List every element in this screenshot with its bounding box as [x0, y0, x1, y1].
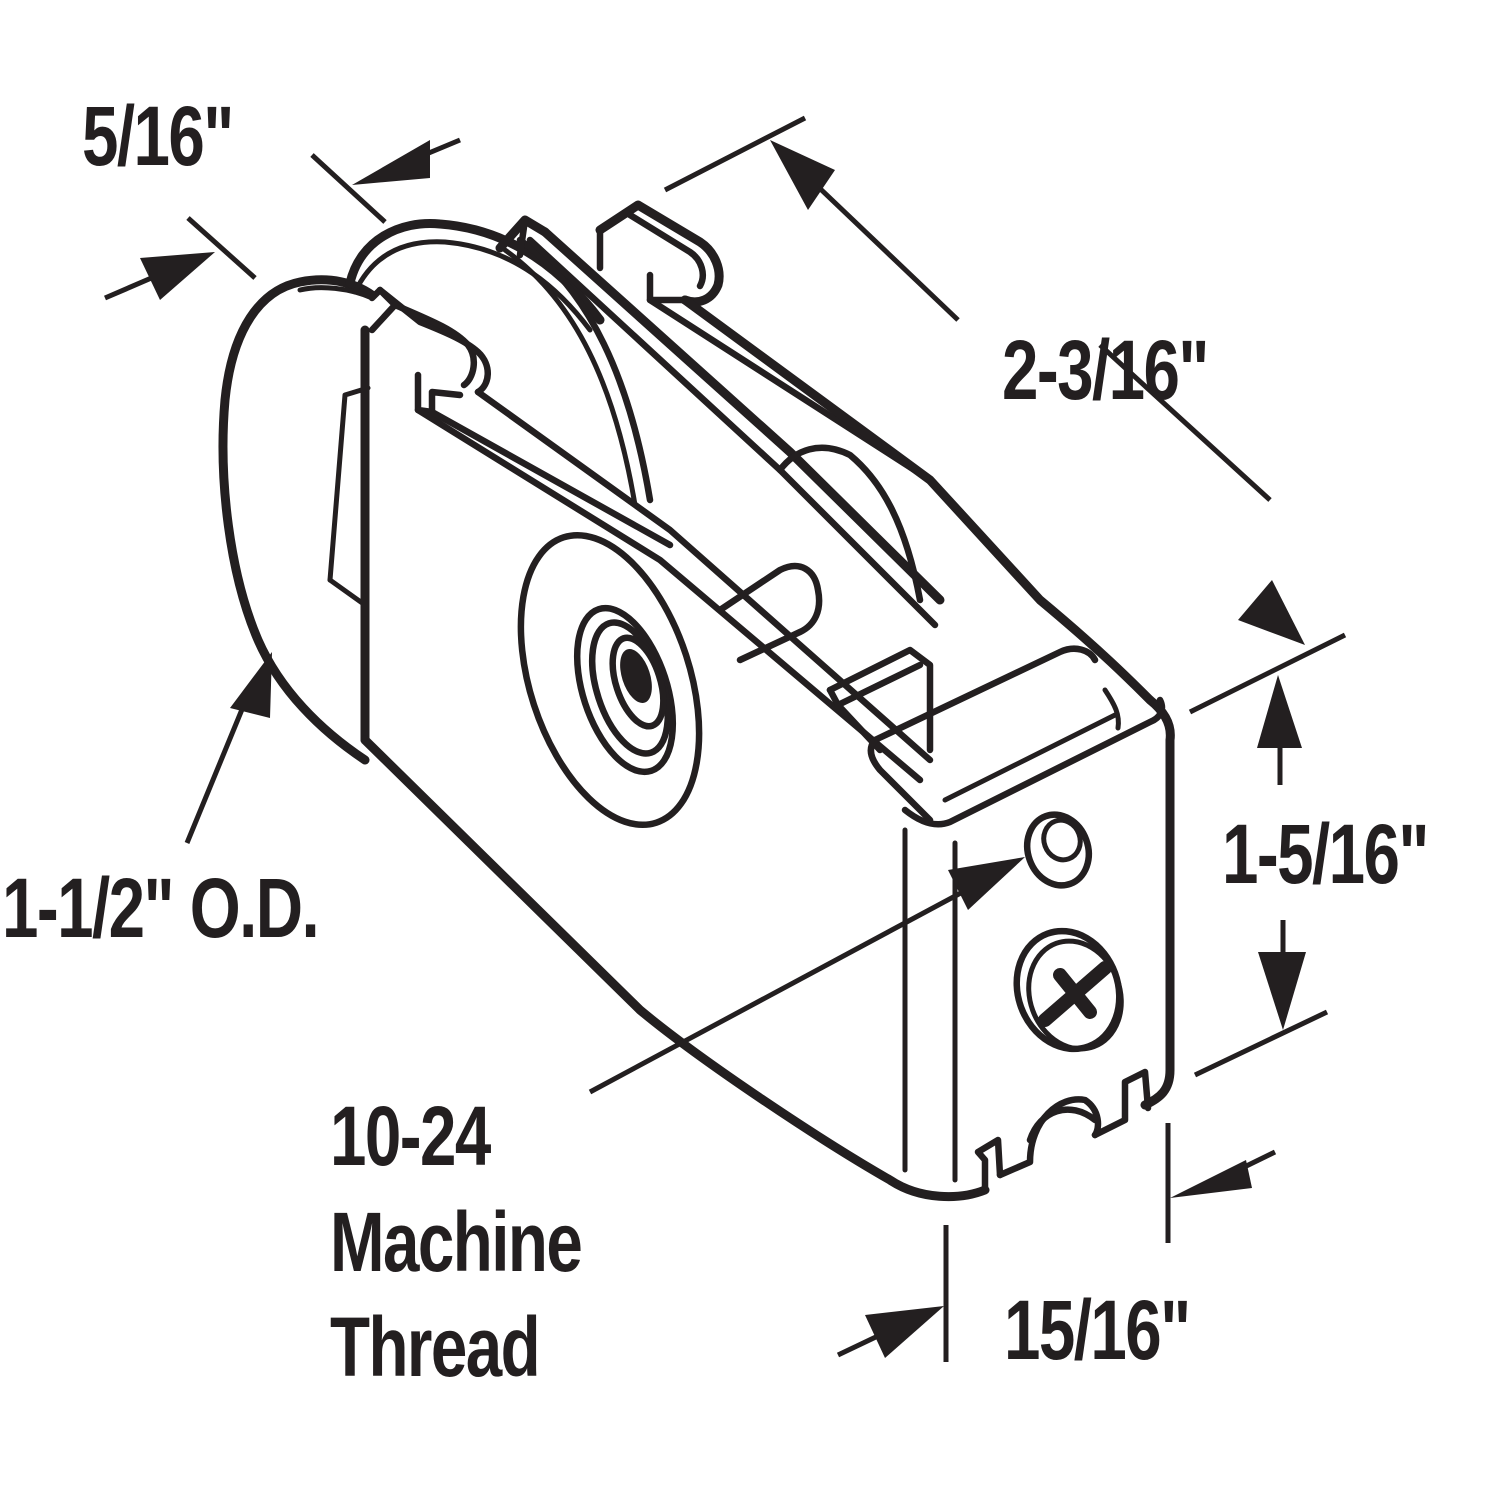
thread-leader [588, 857, 1025, 1095]
label-housing-width: 15/16" [1004, 1283, 1191, 1377]
label-thread-size: 10-24 [330, 1089, 491, 1183]
dimension-wheel-width [104, 137, 461, 301]
label-housing-height: 1-5/16" [1222, 807, 1429, 901]
dimension-housing-width [836, 1123, 1277, 1362]
label-thread-line2: Thread [330, 1300, 541, 1394]
dimension-housing-length [663, 115, 1347, 715]
bearing-hub [517, 531, 703, 829]
label-housing-length: 2-3/16" [1002, 323, 1209, 417]
adjustment-screw [1013, 927, 1124, 1053]
threaded-hole [1023, 811, 1093, 889]
label-thread-line1: Machine [330, 1195, 583, 1289]
label-wheel-width: 5/16" [82, 89, 234, 183]
dimension-housing-height [1193, 675, 1329, 1078]
dimension-wheel-diameter [184, 652, 272, 844]
roller-wheel [218, 219, 605, 765]
steel-housing [360, 200, 1175, 1201]
label-wheel-diameter: 1-1/2" O.D. [2, 861, 320, 955]
